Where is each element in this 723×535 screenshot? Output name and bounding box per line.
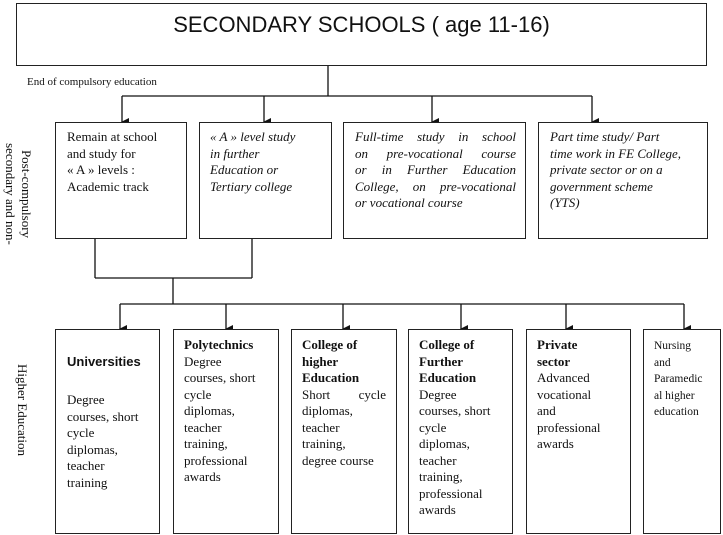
higher-box-nursing: Nursing and Paramedic al higher educatio… (643, 329, 721, 534)
higher-name: Universities (67, 354, 141, 369)
higher-text: College of higher Education Short cycle … (302, 337, 386, 468)
option-box-part-time: Part time study/ Part time work in FE Co… (538, 122, 708, 239)
higher-box-college-further-education: College of Further Education Degree cour… (408, 329, 513, 534)
higher-desc: Degree courses, short cycle diplomas, te… (67, 392, 139, 490)
option-box-full-time-study: Full-time study in school on pre-vocatio… (343, 122, 526, 239)
option-text: Full-time study in school on pre-vocatio… (355, 129, 516, 210)
side-label-post-compulsory: Post-compulsory secondary and non- (3, 143, 34, 245)
higher-text: Nursing and Paramedic al higher educatio… (654, 340, 703, 418)
page-title: SECONDARY SCHOOLS ( age 11-16) (173, 12, 550, 37)
higher-text: College of Further Education Degree cour… (419, 337, 491, 517)
higher-box-universities: Universities Degree courses, short cycle… (55, 329, 160, 534)
side-label-higher-education: Higher Education (15, 363, 30, 457)
higher-text: Private sector Advanced vocational and p… (537, 337, 601, 451)
option-text: Part time study/ Part time work in FE Co… (550, 129, 682, 210)
option-text: Remain at school and study for « A » lev… (67, 129, 158, 194)
higher-box-college-higher-education: College of higher Education Short cycle … (291, 329, 397, 534)
option-text: « A » level study in further Education o… (210, 129, 296, 194)
higher-box-polytechnics: Polytechnics Degree courses, short cycle… (173, 329, 279, 534)
higher-box-private-sector: Private sector Advanced vocational and p… (526, 329, 631, 534)
title-box: SECONDARY SCHOOLS ( age 11-16) (16, 3, 707, 66)
higher-text: Polytechnics Degree courses, short cycle… (184, 337, 256, 484)
option-box-a-levels-school: Remain at school and study for « A » lev… (55, 122, 187, 239)
end-compulsory-label: End of compulsory education (27, 76, 157, 88)
option-box-a-levels-college: « A » level study in further Education o… (199, 122, 332, 239)
